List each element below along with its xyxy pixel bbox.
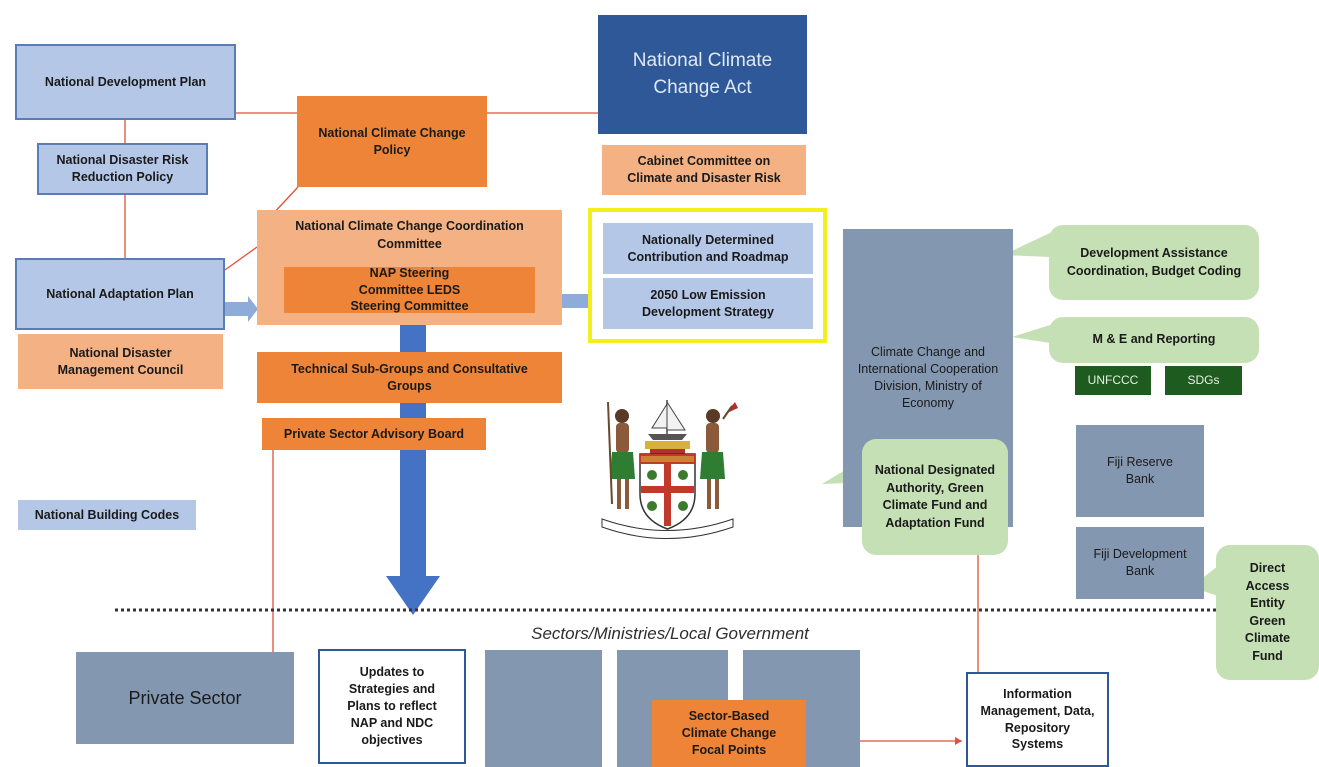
nccc-title: National Climate Change Coordination Com…	[295, 219, 524, 252]
node-national-development-plan: National Development Plan	[15, 44, 236, 120]
node-cabinet-committee: Cabinet Committee on Climate and Disaste…	[602, 145, 806, 195]
node-national-adaptation-plan: National Adaptation Plan	[15, 258, 225, 330]
focal-info-arrowhead	[955, 737, 962, 745]
node-ndc-roadmap: Nationally Determined Contribution and R…	[603, 223, 813, 274]
callout-m-and-e-reporting: M & E and Reporting	[1049, 317, 1259, 363]
node-national-climate-change-act: National Climate Change Act	[598, 15, 807, 134]
nap-to-nccc-arrow	[224, 296, 258, 322]
sectors-label: Sectors/Ministries/Local Government	[531, 624, 809, 643]
ndc-leds-highlight-frame	[588, 208, 827, 343]
node-steering-committees: NAP Steering Committee LEDS Steering Com…	[284, 266, 535, 313]
mande-callout-tail	[1012, 325, 1050, 343]
node-unfccc: UNFCCC	[1075, 366, 1151, 395]
callout-development-assistance: Development Assistance Coordination, Bud…	[1049, 225, 1259, 300]
node-national-building-codes: National Building Codes	[18, 500, 196, 530]
node-low-emission-strategy: 2050 Low Emission Development Strategy	[603, 278, 813, 329]
node-technical-sub-groups: Technical Sub-Groups and Consultative Gr…	[257, 352, 562, 403]
node-private-sector-advisory-board: Private Sector Advisory Board	[262, 418, 486, 450]
nap-nccc-connector	[224, 246, 258, 271]
node-sector-focal-points: Sector-Based Climate Change Focal Points	[652, 700, 806, 767]
node-information-management: Information Management, Data, Repository…	[966, 672, 1109, 767]
fiji-coat-of-arms-icon	[601, 400, 738, 539]
down-arrow-head	[386, 576, 440, 615]
node-national-disaster-risk-reduction-policy: National Disaster Risk Reduction Policy	[37, 143, 208, 195]
node-fiji-reserve-bank: Fiji Reserve Bank	[1076, 425, 1204, 517]
node-fiji-development-bank: Fiji Development Bank	[1076, 527, 1204, 599]
dac-callout-tail	[1003, 233, 1050, 257]
node-sdgs: SDGs	[1165, 366, 1242, 395]
node-national-climate-change-policy: National Climate Change Policy	[297, 96, 487, 187]
callout-national-designated-authority: National Designated Authority, Green Cli…	[862, 439, 1008, 555]
node-nccc-container: National Climate Change Coordination Com…	[257, 210, 562, 325]
sector-block-1	[485, 650, 602, 767]
node-national-disaster-management-council: National Disaster Management Council	[18, 334, 223, 389]
callout-direct-access-entity: Direct Access Entity Green Climate Fund	[1216, 545, 1319, 680]
node-private-sector: Private Sector	[76, 652, 294, 744]
node-updates-to-strategies: Updates to Strategies and Plans to refle…	[318, 649, 466, 764]
